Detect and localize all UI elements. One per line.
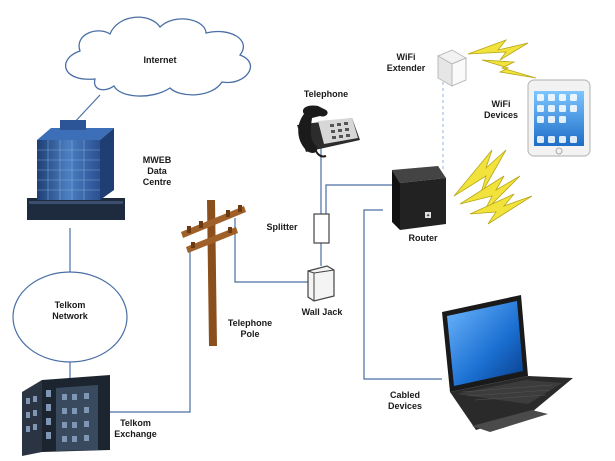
data-centre-building-icon xyxy=(27,120,125,220)
line-splitter-router xyxy=(325,184,392,216)
wifi-signal-icons xyxy=(453,39,537,225)
lightning-bolt-icon xyxy=(467,39,529,61)
telephone-pole-icon xyxy=(181,200,246,346)
lightning-bolt-icon xyxy=(459,175,521,213)
line-pole-walljack xyxy=(234,218,308,283)
lightning-bolt-icon xyxy=(481,59,537,79)
telkom-exchange-label: Telkom Exchange xyxy=(114,418,157,439)
line-router-cabled xyxy=(363,209,442,380)
laptop-icon xyxy=(442,295,573,432)
telephone-icon xyxy=(297,105,360,158)
lightning-bolt-icon xyxy=(453,149,507,197)
wall-jack-icon xyxy=(307,265,335,302)
svg-text:✦: ✦ xyxy=(426,213,430,219)
router-label: Router xyxy=(408,233,438,243)
connection-lines xyxy=(69,94,442,413)
splitter-label: Splitter xyxy=(266,222,298,232)
wifi-devices-label: WiFi Devices xyxy=(483,99,519,120)
wifi-extender-label: WiFi Extender xyxy=(386,52,426,73)
telkom-network-label: Telkom Network xyxy=(52,300,88,321)
wifi-extender-icon xyxy=(436,49,468,87)
telephone-pole-label: Telephone Pole xyxy=(227,318,273,339)
telkom-exchange-building-icon xyxy=(22,375,110,456)
splitter-icon xyxy=(313,213,330,244)
telephone-label: Telephone xyxy=(303,89,349,99)
lightning-bolt-icon xyxy=(469,193,533,225)
internet-cloud-icon xyxy=(65,16,252,97)
data-centre-label: MWEB Data Centre xyxy=(142,155,172,187)
cabled-devices-label: Cabled Devices xyxy=(387,390,423,411)
internet-label: Internet xyxy=(143,55,177,65)
wall-jack-label: Wall Jack xyxy=(301,307,343,317)
smartphone-icon xyxy=(527,79,591,157)
router-icon: ✦ xyxy=(392,166,446,230)
telkom-network-circle xyxy=(12,271,128,363)
line-exchange-pole xyxy=(110,248,191,413)
